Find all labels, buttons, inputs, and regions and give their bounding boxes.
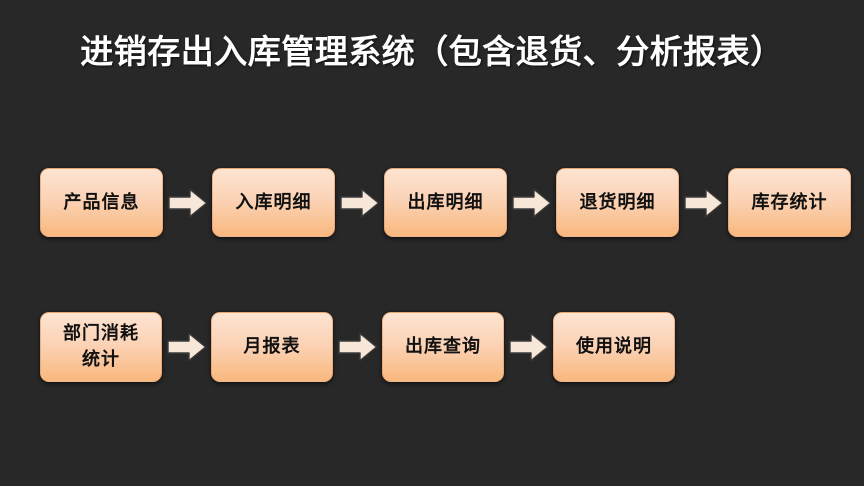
page-title: 进销存出入库管理系统（包含退货、分析报表）: [80, 32, 784, 71]
flow-node-outbound-query[interactable]: 出库查询: [382, 312, 504, 382]
flow-node-label: 月报表: [243, 336, 301, 357]
arrow-right-icon: [162, 329, 211, 365]
flow-row-2: 部门消耗 统计 月报表 出库查询 使用说明: [40, 312, 675, 382]
flow-node-label: 统计: [82, 349, 120, 370]
flow-node-outbound-detail[interactable]: 出库明细: [384, 168, 507, 237]
flow-node-inventory-stats[interactable]: 库存统计: [728, 168, 851, 237]
flow-node-department-consumption-stats[interactable]: 部门消耗 统计: [40, 312, 162, 382]
arrow-right-icon: [504, 329, 553, 365]
flow-node-label: 产品信息: [63, 191, 140, 213]
arrow-right-icon: [163, 185, 212, 221]
arrow-right-icon: [335, 185, 384, 221]
arrow-right-icon: [333, 329, 382, 365]
flow-node-label: 库存统计: [751, 191, 828, 213]
flow-node-label: 出库查询: [405, 336, 481, 357]
flow-node-label-group: 部门消耗 统计: [63, 321, 139, 373]
flow-node-monthly-report[interactable]: 月报表: [211, 312, 333, 382]
arrow-right-icon: [507, 185, 556, 221]
flow-node-label: 退货明细: [579, 191, 656, 213]
flow-node-product-info[interactable]: 产品信息: [40, 168, 163, 237]
flow-node-label: 使用说明: [576, 336, 652, 357]
flow-node-label: 部门消耗: [63, 323, 139, 344]
flow-node-label: 出库明细: [407, 191, 484, 213]
flow-node-return-detail[interactable]: 退货明细: [556, 168, 679, 237]
flow-node-usage-instructions[interactable]: 使用说明: [553, 312, 675, 382]
flow-node-label: 入库明细: [235, 191, 312, 213]
arrow-right-icon: [679, 185, 728, 221]
flow-node-inbound-detail[interactable]: 入库明细: [212, 168, 335, 237]
flow-row-1: 产品信息 入库明细 出库明细 退货明细: [40, 168, 851, 237]
